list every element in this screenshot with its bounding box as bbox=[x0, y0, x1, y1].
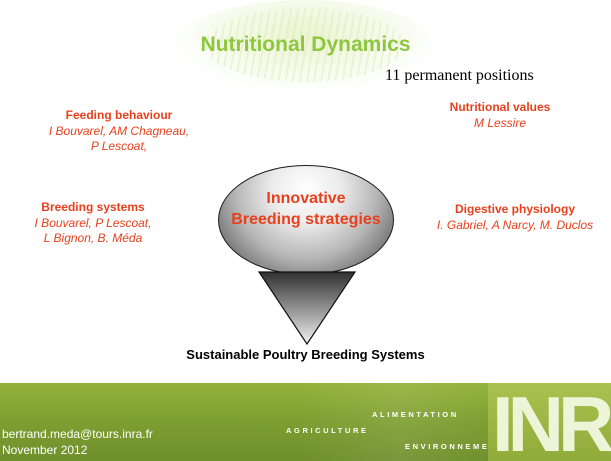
slide-title: Nutritional Dynamics bbox=[200, 33, 411, 56]
tag-agriculture: AGRICULTURE bbox=[286, 426, 369, 435]
feeding-behaviour-names-1: I Bouvarel, AM Chagneau, bbox=[48, 123, 190, 138]
feeding-behaviour-heading: Feeding behaviour bbox=[65, 108, 173, 122]
digestive-physiology-block: Digestive physiology I. Gabriel, A Narcy… bbox=[420, 202, 610, 233]
center-label-line-1: Innovative bbox=[266, 190, 346, 207]
digestive-physiology-names-1: I. Gabriel, A Narcy, M. Duclos bbox=[436, 217, 594, 232]
breeding-systems-names-1: I Bouvarel, P Lescoat, bbox=[34, 215, 152, 230]
inra-logo-text: INRA bbox=[492, 383, 611, 461]
center-label: Innovative Breeding strategies bbox=[218, 188, 394, 230]
nutritional-values-heading: Nutritional values bbox=[449, 100, 551, 114]
feeding-behaviour-block: Feeding behaviour I Bouvarel, AM Chagnea… bbox=[0, 108, 238, 155]
feeding-behaviour-names-2: P Lescoat, bbox=[90, 139, 148, 153]
center-label-line-2: Breeding strategies bbox=[231, 211, 381, 228]
nutritional-values-block: Nutritional values M Lessire bbox=[395, 100, 605, 131]
center-ellipse bbox=[218, 165, 394, 275]
positions-count: 11 permanent positions bbox=[385, 67, 534, 84]
presentation-date: November 2012 bbox=[2, 443, 88, 457]
tag-alimentation: ALIMENTATION bbox=[372, 410, 459, 419]
breeding-systems-block: Breeding systems I Bouvarel, P Lescoat, … bbox=[0, 200, 186, 247]
digestive-physiology-heading: Digestive physiology bbox=[454, 202, 576, 216]
funnel-triangle-icon bbox=[257, 271, 357, 346]
breeding-systems-names-2: L Bignon, B. Méda bbox=[43, 231, 143, 245]
contact-email: bertrand.meda@tours.inra.fr bbox=[2, 427, 153, 441]
nutritional-values-names-1: M Lessire bbox=[473, 115, 526, 130]
sustainable-systems-label: Sustainable Poultry Breeding Systems bbox=[186, 347, 425, 362]
breeding-systems-heading: Breeding systems bbox=[41, 200, 145, 214]
grain-decoration bbox=[175, 0, 435, 90]
tag-environnement: ENVIRONNEMENT bbox=[405, 442, 505, 451]
inra-logo: INRA bbox=[488, 383, 611, 461]
